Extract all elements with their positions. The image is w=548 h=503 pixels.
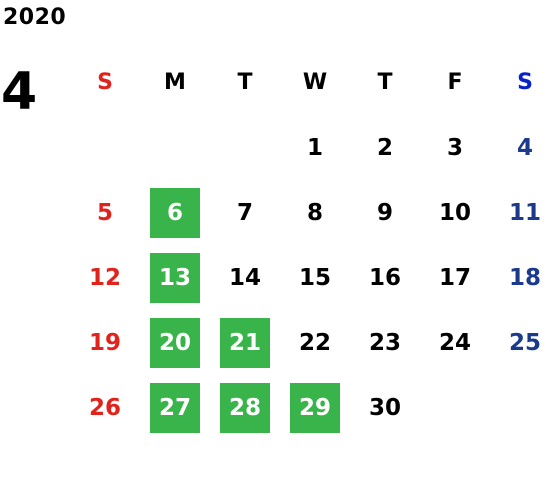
day-cell: 13 — [140, 252, 210, 303]
day-cell: 18 — [490, 253, 548, 303]
day-cell: 24 — [420, 318, 490, 368]
day-number-highlighted: 13 — [150, 252, 200, 303]
day-cell: 10 — [420, 188, 490, 238]
day-cell: 25 — [490, 318, 548, 368]
day-number: 17 — [438, 264, 471, 291]
day-number: 4 — [516, 134, 533, 161]
year-label: 2020 — [3, 5, 67, 30]
day-number — [430, 383, 480, 433]
day-cell: 20 — [140, 317, 210, 368]
day-number: 8 — [306, 199, 323, 226]
day-number-highlighted: 28 — [220, 382, 270, 433]
day-cell: 4 — [490, 123, 548, 173]
week-row: 19 20 21 22 23 24 25 — [70, 310, 548, 375]
weekday-header: T — [237, 70, 253, 95]
weekday-header: S — [97, 70, 113, 95]
day-cell — [140, 123, 210, 173]
day-cell: 22 — [280, 318, 350, 368]
day-number: 9 — [376, 199, 393, 226]
day-cell: 29 — [280, 382, 350, 433]
day-cell: 14 — [210, 253, 280, 303]
day-cell: 23 — [350, 318, 420, 368]
day-number: 15 — [298, 264, 331, 291]
day-number: 18 — [508, 264, 541, 291]
day-number — [500, 383, 548, 433]
day-cell: 12 — [70, 253, 140, 303]
day-cell — [490, 383, 548, 433]
day-number: 25 — [508, 329, 541, 356]
day-cell: 27 — [140, 382, 210, 433]
day-number-highlighted: 20 — [150, 317, 200, 368]
weekday-header: S — [517, 70, 533, 95]
day-number: 7 — [236, 199, 253, 226]
weekday-header: T — [377, 70, 393, 95]
day-number: 2 — [376, 134, 393, 161]
day-cell: 7 — [210, 188, 280, 238]
day-number: 16 — [368, 264, 401, 291]
day-cell: 6 — [140, 187, 210, 238]
day-number: 12 — [88, 264, 121, 291]
day-cell: 16 — [350, 253, 420, 303]
day-cell: 17 — [420, 253, 490, 303]
day-number-highlighted: 27 — [150, 382, 200, 433]
day-number: 3 — [446, 134, 463, 161]
day-number: 10 — [438, 199, 471, 226]
day-cell: 19 — [70, 318, 140, 368]
day-cell: 1 — [280, 123, 350, 173]
day-cell: 21 — [210, 317, 280, 368]
weekday-header: W — [302, 70, 328, 95]
day-cell: 15 — [280, 253, 350, 303]
day-cell: 11 — [490, 188, 548, 238]
day-number: 14 — [228, 264, 261, 291]
day-cell: 28 — [210, 382, 280, 433]
day-number: 22 — [298, 329, 331, 356]
day-cell: 8 — [280, 188, 350, 238]
day-number: 19 — [88, 329, 121, 356]
day-cell — [210, 123, 280, 173]
day-number: 5 — [96, 199, 113, 226]
day-cell: 3 — [420, 123, 490, 173]
day-number — [220, 123, 270, 173]
week-row: 12 13 14 15 16 17 18 — [70, 245, 548, 310]
day-cell: 2 — [350, 123, 420, 173]
day-number-highlighted: 21 — [220, 317, 270, 368]
week-row: 26 27 28 29 30 — [70, 375, 548, 440]
day-number — [80, 123, 130, 173]
weekday-header-row: S M T W T F S — [70, 50, 548, 115]
weekday-header: F — [447, 70, 463, 95]
month-label: 4 — [1, 62, 38, 122]
day-cell — [70, 123, 140, 173]
day-number: 30 — [368, 394, 401, 421]
day-number: 26 — [88, 394, 121, 421]
day-number: 24 — [438, 329, 471, 356]
day-cell: 5 — [70, 188, 140, 238]
week-row: 1 2 3 4 — [70, 115, 548, 180]
day-number-highlighted: 6 — [150, 187, 200, 238]
day-number: 23 — [368, 329, 401, 356]
week-row: 5 6 7 8 9 10 11 — [70, 180, 548, 245]
day-number: 11 — [508, 199, 541, 226]
day-cell: 30 — [350, 383, 420, 433]
day-number: 1 — [306, 134, 323, 161]
day-cell: 9 — [350, 188, 420, 238]
day-number-highlighted: 29 — [290, 382, 340, 433]
calendar-grid: S M T W T F S 1 2 3 4 5 6 7 8 9 10 11 — [70, 50, 548, 440]
day-cell — [420, 383, 490, 433]
day-number — [150, 123, 200, 173]
day-cell: 26 — [70, 383, 140, 433]
weekday-header: M — [164, 70, 186, 95]
